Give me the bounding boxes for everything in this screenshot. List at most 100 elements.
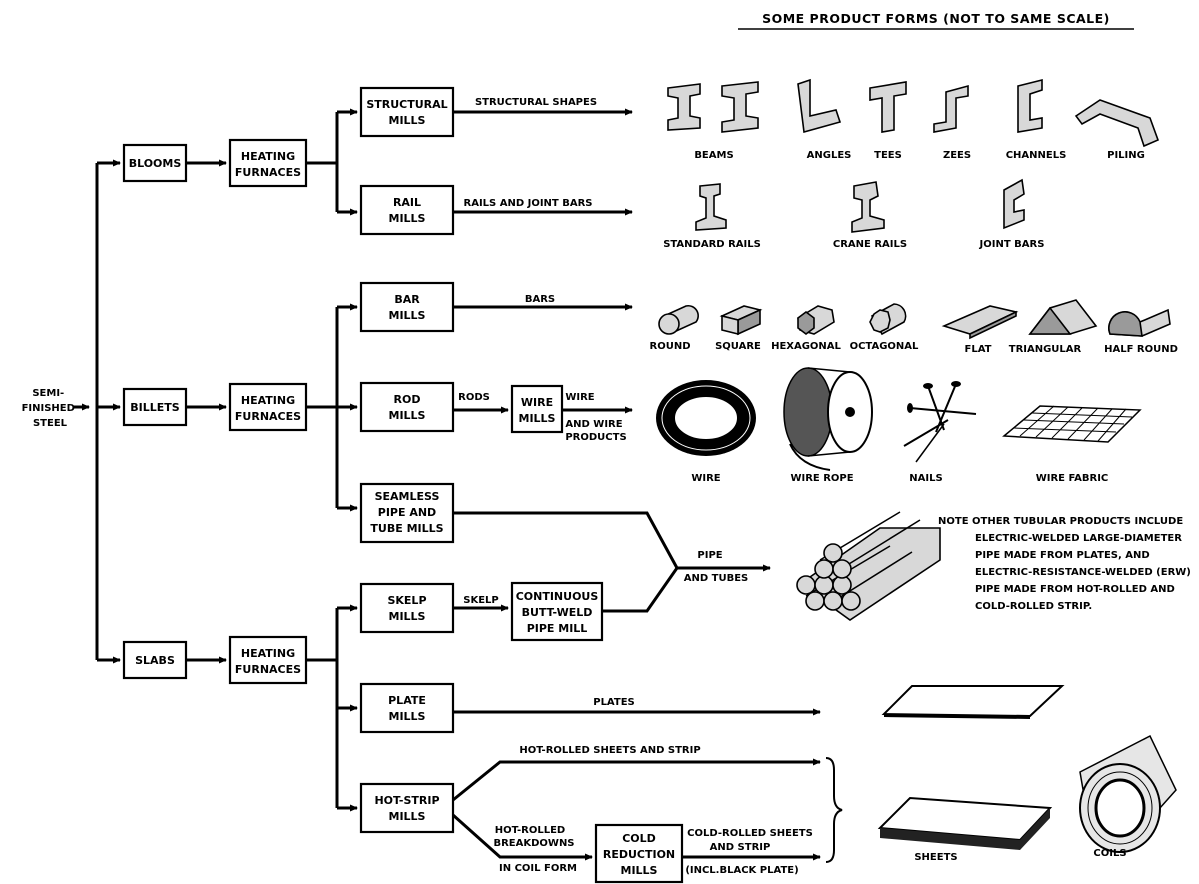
page-title: SOME PRODUCT FORMS (NOT TO SAME SCALE): [762, 11, 1110, 26]
svg-text:BLOOMS: BLOOMS: [129, 157, 182, 170]
product-wire-rope: WIRE ROPE: [790, 473, 853, 484]
svg-text:BILLETS: BILLETS: [130, 401, 180, 414]
svg-text:PIPE: PIPE: [697, 550, 722, 561]
svg-text:AND TUBES: AND TUBES: [684, 573, 749, 584]
svg-text:PLATES: PLATES: [593, 697, 635, 708]
svg-text:SKELP: SKELP: [463, 595, 498, 606]
triangular-bar-illustration: [1028, 299, 1098, 335]
product-round: ROUND: [650, 341, 691, 352]
pipe-bundle-illustration: [796, 511, 941, 621]
product-angles: ANGLES: [807, 150, 852, 161]
hexagonal-bar-illustration: [797, 305, 835, 335]
wire-coil-illustration: [656, 380, 756, 456]
source-label: SEMI- FINISHED STEEL: [22, 388, 79, 429]
square-bar-illustration: [719, 305, 763, 336]
svg-text:AND STRIP: AND STRIP: [710, 842, 771, 853]
product-triangular: TRIANGULAR: [1009, 344, 1082, 355]
wire-rope-illustration: [783, 367, 873, 471]
svg-text:HOT-ROLLED: HOT-ROLLED: [495, 825, 565, 836]
joint-bar-illustration: [1003, 178, 1025, 230]
piling-illustration: [1074, 99, 1160, 148]
product-channels: CHANNELS: [1006, 150, 1067, 161]
svg-text:AND WIRE: AND WIRE: [565, 419, 622, 430]
product-crane-rails: CRANE RAILS: [833, 239, 907, 250]
node-billets: BILLETS: [122, 387, 188, 427]
svg-text:STRUCTURAL SHAPES: STRUCTURAL SHAPES: [475, 97, 597, 108]
octagonal-bar-illustration: [869, 303, 907, 336]
tubular-products-note: NOTE OTHER TUBULAR PRODUCTS INCLUDE ELEC…: [938, 516, 1194, 612]
connectors: [74, 108, 843, 863]
product-beams: BEAMS: [694, 150, 733, 161]
product-tees: TEES: [874, 150, 902, 161]
product-standard-rails: STANDARD RAILS: [663, 239, 761, 250]
product-flat: FLAT: [965, 344, 992, 355]
product-wire-fabric: WIRE FABRIC: [1036, 473, 1109, 484]
coils-illustration: [1079, 734, 1177, 853]
sheets-illustration: [877, 796, 1053, 850]
product-sheets: SHEETS: [914, 852, 957, 863]
product-octagonal: OCTAGONAL: [850, 341, 919, 352]
svg-text:HOT-ROLLED SHEETS AND STRIP: HOT-ROLLED SHEETS AND STRIP: [519, 745, 700, 756]
product-zees: ZEES: [943, 150, 971, 161]
svg-text:BREAKDOWNS: BREAKDOWNS: [493, 838, 574, 849]
round-bar-illustration: [658, 304, 699, 335]
svg-text:BARS: BARS: [525, 294, 555, 305]
node-blooms: BLOOMS: [122, 143, 188, 183]
svg-text:RAILS AND JOINT BARS: RAILS AND JOINT BARS: [464, 198, 593, 209]
svg-text:WIRE: WIRE: [565, 392, 594, 403]
svg-text:RODS: RODS: [458, 392, 490, 403]
product-half-round: HALF ROUND: [1104, 344, 1178, 355]
product-nails: NAILS: [909, 473, 942, 484]
zee-illustration: [933, 84, 969, 133]
plate-illustration: [881, 685, 1065, 719]
nails-illustration: [903, 381, 977, 463]
product-wire: WIRE: [691, 473, 720, 484]
svg-text:SLABS: SLABS: [135, 654, 175, 667]
product-hexagonal: HEXAGONAL: [771, 341, 841, 352]
beam-illustration: [667, 81, 759, 133]
half-round-bar-illustration: [1108, 308, 1171, 337]
wire-fabric-illustration: [1002, 405, 1142, 443]
product-coils: COILS: [1093, 848, 1126, 859]
flat-bar-illustration: [941, 305, 1019, 340]
channel-illustration: [1017, 78, 1043, 133]
tee-illustration: [869, 81, 907, 133]
product-joint-bars: JOINT BARS: [979, 239, 1045, 250]
edge-labels: STRUCTURAL SHAPES RAILS AND JOINT BARS B…: [458, 97, 813, 876]
angle-illustration: [797, 78, 842, 134]
svg-text:PRODUCTS: PRODUCTS: [565, 432, 626, 443]
svg-text:(INCL.BLACK PLATE): (INCL.BLACK PLATE): [685, 865, 798, 876]
node-slabs: SLABS: [122, 640, 188, 680]
standard-rail-illustration: [695, 183, 727, 231]
crane-rail-illustration: [851, 181, 885, 233]
